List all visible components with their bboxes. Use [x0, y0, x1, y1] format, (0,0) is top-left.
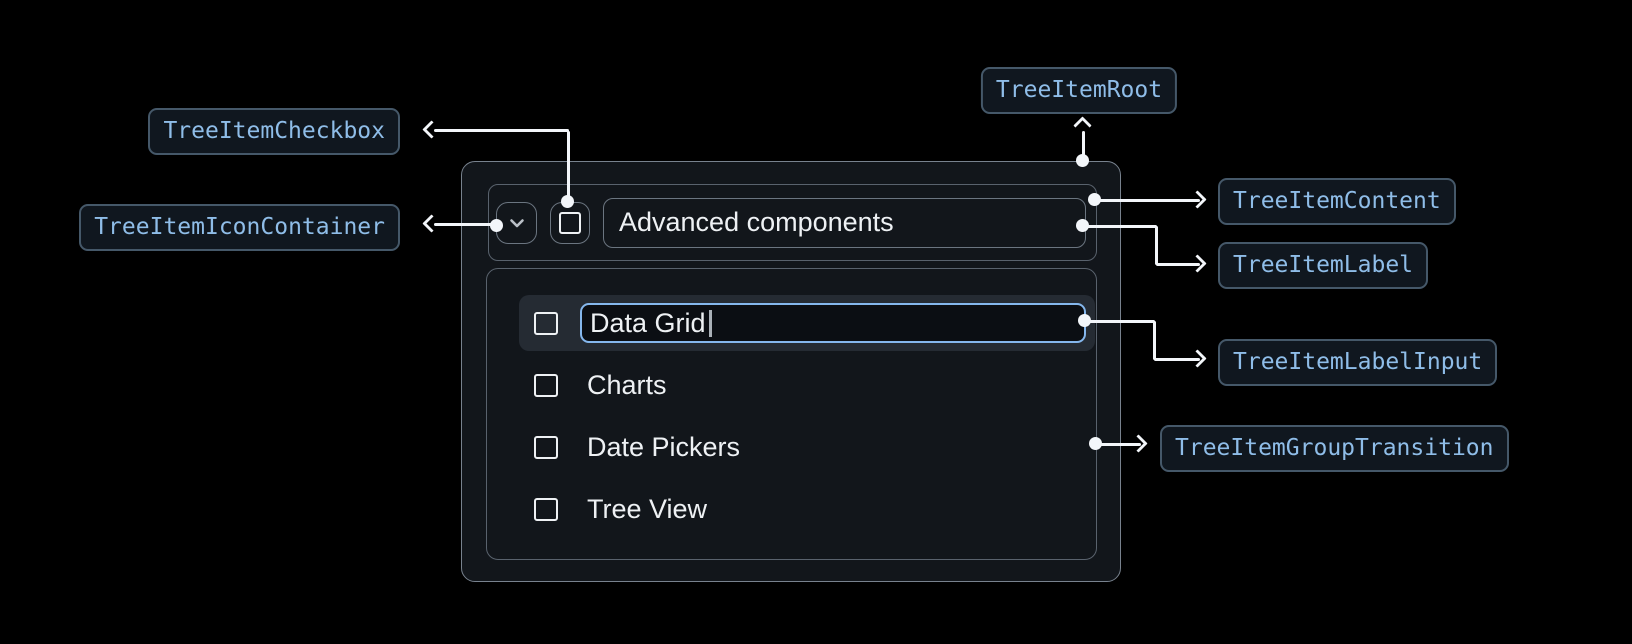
arrowhead-right-icon [1188, 190, 1207, 209]
annotation-badge-content: TreeItemContent [1218, 178, 1456, 225]
tree-item-row[interactable]: Charts [487, 357, 1096, 413]
annotation-badge-label-input: TreeItemLabelInput [1218, 339, 1498, 386]
tree-item-label-text: Advanced components [619, 207, 894, 237]
connector-line-label-input [1154, 358, 1200, 361]
annotation-badge-group-transition: TreeItemGroupTransition [1160, 425, 1509, 472]
tree-item-label-text: Date Pickers [587, 431, 741, 462]
label-input-value: Data Grid [590, 307, 706, 338]
arrowhead-left-icon [422, 120, 441, 139]
tree-item-row[interactable]: Tree View [487, 481, 1096, 537]
connector-dot [1076, 219, 1089, 232]
annotation-badge-label: TreeItemLabel [1218, 242, 1429, 289]
tree-item-root: Advanced components Data Grid Charts Dat… [461, 161, 1121, 582]
checkbox-icon[interactable] [534, 497, 558, 521]
connector-line-label [1156, 263, 1200, 266]
connector-line-group-transition [1096, 443, 1141, 446]
tree-item-row-editing[interactable]: Data Grid [519, 295, 1095, 351]
tree-item-row[interactable]: Date Pickers [487, 419, 1096, 475]
tree-item-content[interactable]: Advanced components [488, 184, 1097, 261]
annotation-badge-icon-container: TreeItemIconContainer [79, 204, 400, 251]
tree-item-label-input[interactable]: Data Grid [580, 303, 1086, 343]
checkbox-icon[interactable] [534, 311, 558, 335]
checkbox-icon [559, 211, 581, 234]
arrowhead-right-icon [1129, 434, 1148, 453]
tree-item-group-transition: Data Grid Charts Date Pickers Tree View [486, 268, 1097, 560]
connector-line-label-input [1084, 320, 1155, 323]
connector-dot [1089, 437, 1102, 450]
checkbox-icon[interactable] [534, 373, 558, 397]
connector-line-label [1083, 225, 1157, 228]
text-caret-icon [708, 309, 712, 337]
connector-line-icon-container [434, 223, 497, 226]
connector-line-root [1082, 131, 1085, 162]
connector-dot [1088, 193, 1101, 206]
connector-line-label [1155, 226, 1158, 265]
tree-item-label-text: Tree View [587, 493, 708, 524]
connector-dot [1076, 154, 1089, 167]
connector-dot [490, 219, 503, 232]
tree-item-checkbox[interactable] [550, 201, 590, 244]
arrowhead-left-icon [422, 214, 441, 233]
annotation-badge-root: TreeItemRoot [980, 67, 1178, 114]
connector-dot [1078, 314, 1091, 327]
checkbox-icon[interactable] [534, 435, 558, 459]
arrowhead-right-icon [1188, 349, 1207, 368]
connector-dot [561, 195, 574, 208]
tree-item-label-text: Charts [587, 369, 667, 400]
connector-line-checkbox [567, 131, 570, 202]
annotation-badge-checkbox: TreeItemCheckbox [148, 108, 400, 155]
connector-line-label-input [1153, 321, 1156, 360]
arrowhead-up-icon [1073, 116, 1092, 135]
tree-item-label: Advanced components [603, 197, 1086, 248]
connector-line-checkbox [434, 129, 569, 132]
arrowhead-right-icon [1188, 254, 1207, 273]
connector-line-content [1095, 199, 1200, 202]
chevron-down-icon [509, 218, 524, 227]
